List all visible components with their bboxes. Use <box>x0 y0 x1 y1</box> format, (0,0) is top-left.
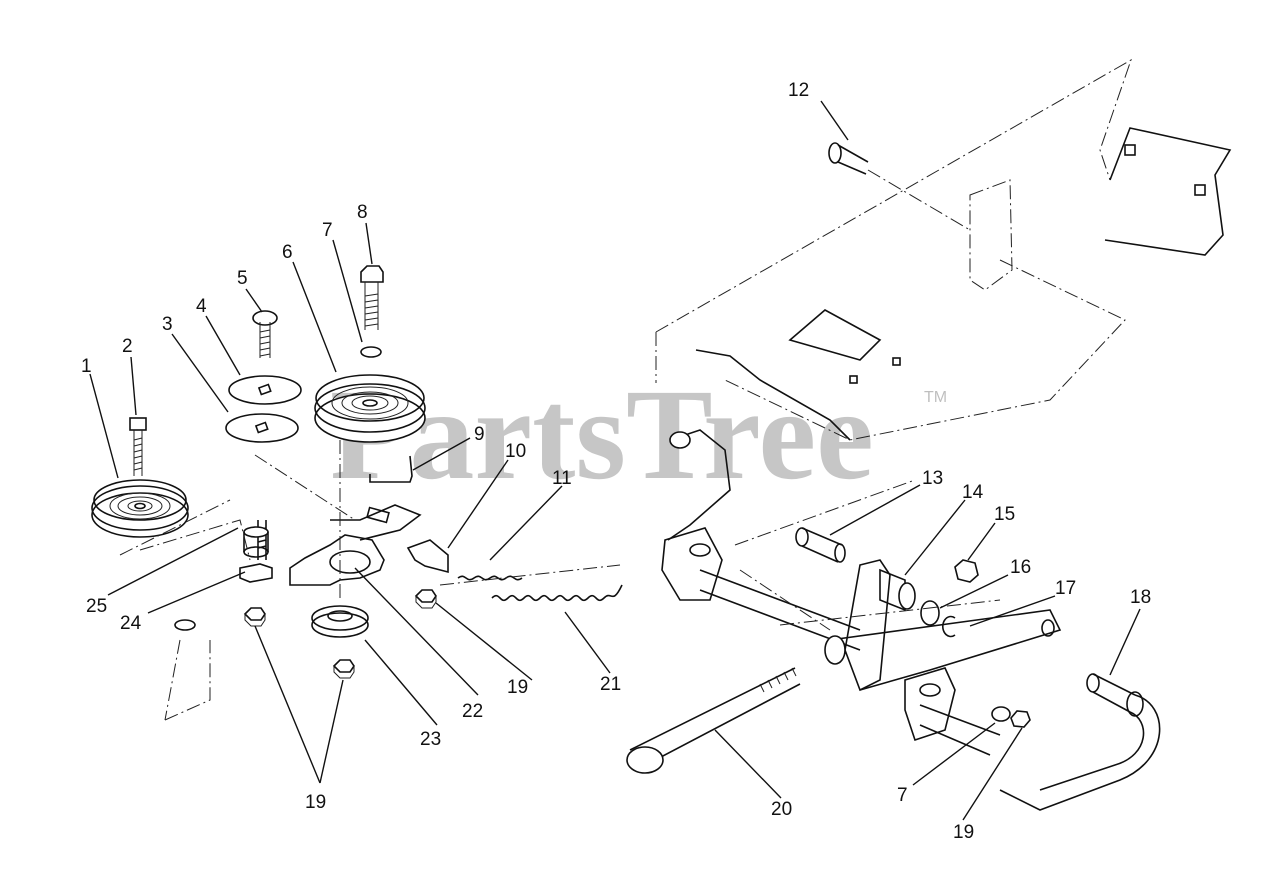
part-21-spring <box>491 584 623 602</box>
part-4-washer <box>228 375 302 405</box>
part-13-pin <box>795 527 846 563</box>
right-alignment-lines <box>734 479 1001 631</box>
callout-12: 12 <box>788 80 809 101</box>
callout-19-right: 19 <box>953 822 974 843</box>
part-14-bushing <box>879 568 916 612</box>
callout-16: 16 <box>1010 557 1031 578</box>
part-19-nut-c <box>414 589 437 609</box>
callout-4: 4 <box>196 296 207 317</box>
part-7-washer-upper <box>360 346 382 358</box>
callout-25: 25 <box>86 596 107 617</box>
watermark-trademark: TM <box>924 389 947 406</box>
part-9-bracket <box>369 455 413 483</box>
part-19-nut-d <box>1010 710 1031 728</box>
part-15-nut <box>954 559 979 583</box>
callout-24: 24 <box>120 613 142 634</box>
left-alignment-lines <box>119 440 621 721</box>
callout-19-middle: 19 <box>507 677 528 698</box>
callout-7-upper: 7 <box>322 220 333 241</box>
part-2-bolt <box>129 417 147 476</box>
callout-10: 10 <box>505 441 526 462</box>
callout-17: 17 <box>1055 578 1076 599</box>
callout-8: 8 <box>357 202 368 223</box>
callout-3: 3 <box>162 314 173 335</box>
left-washer <box>174 619 196 631</box>
pedal-shaft-assembly <box>661 429 1062 756</box>
part-19-nut-b <box>332 659 355 679</box>
callout-9: 9 <box>474 424 485 445</box>
callout-6: 6 <box>282 242 293 263</box>
callout-11: 11 <box>552 468 572 489</box>
watermark-text: PartsTree <box>330 363 874 507</box>
leader-lines <box>89 100 1141 821</box>
part-16-washer <box>920 600 940 626</box>
part-5-carriage-bolt <box>252 310 278 358</box>
callout-5: 5 <box>237 268 248 289</box>
part-11-spring <box>457 575 523 581</box>
part-1-pulley <box>91 479 189 538</box>
part-25-spacer <box>243 526 269 558</box>
part-10-bracket <box>406 539 449 574</box>
part-7-washer-lower <box>991 706 1011 722</box>
callout-1: 1 <box>81 356 92 377</box>
part-23-bushing <box>311 605 369 638</box>
part-6-idler-pulley <box>314 374 426 443</box>
callout-7-lower: 7 <box>897 785 908 806</box>
part-19-nut-a <box>243 607 266 627</box>
callout-18: 18 <box>1130 587 1151 608</box>
callout-15: 15 <box>994 504 1015 525</box>
callout-14: 14 <box>962 482 984 503</box>
callout-19-left: 19 <box>305 792 326 813</box>
part-22-idler-arm <box>289 504 422 586</box>
callout-20: 20 <box>771 799 792 820</box>
part-12-bolt <box>828 142 971 231</box>
callout-13: 13 <box>922 468 943 489</box>
callout-21: 21 <box>600 674 621 695</box>
callout-22: 22 <box>462 701 483 722</box>
pedal-rod <box>999 694 1161 811</box>
part-8-bolt <box>360 265 384 330</box>
part-17-clip <box>942 615 956 638</box>
frame-panel <box>655 58 1232 441</box>
callout-23: 23 <box>420 729 441 750</box>
part-18-pin <box>1086 673 1144 717</box>
callout-2: 2 <box>122 336 133 357</box>
part-3-washer <box>225 413 299 443</box>
part-20-rod <box>626 667 801 774</box>
callout-labels: 1 2 3 4 5 6 7 8 9 10 11 12 13 14 15 16 1… <box>81 80 1151 843</box>
